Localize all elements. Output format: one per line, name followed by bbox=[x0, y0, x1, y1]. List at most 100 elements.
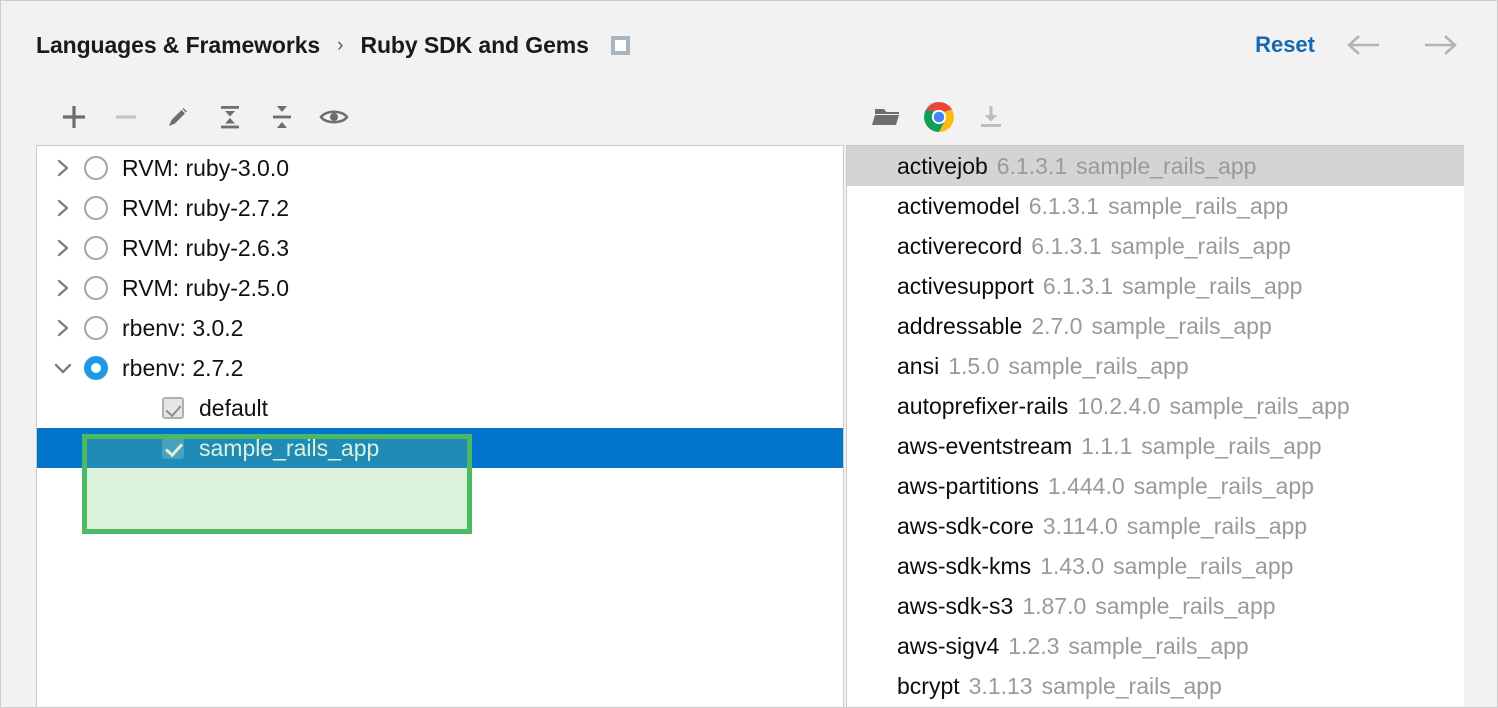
gem-row[interactable]: activejob 6.1.3.1 sample_rails_app bbox=[847, 146, 1464, 186]
gem-version: 6.1.3.1 bbox=[1031, 232, 1102, 259]
breadcrumb-parent[interactable]: Languages & Frameworks bbox=[36, 31, 321, 58]
gemset-label: sample_rails_app bbox=[199, 434, 380, 461]
gem-version: 1.444.0 bbox=[1047, 472, 1125, 499]
chevron-right-icon[interactable] bbox=[46, 278, 80, 298]
sdk-label: RVM: ruby-3.0.0 bbox=[122, 154, 290, 181]
gem-gemset: sample_rails_app bbox=[1008, 352, 1189, 379]
gem-version: 2.7.0 bbox=[1031, 312, 1083, 339]
gem-version: 1.2.3 bbox=[1008, 632, 1060, 659]
collapse-all-icon[interactable] bbox=[256, 93, 308, 141]
sdk-tree-row-expanded[interactable]: rbenv: 2.7.2 bbox=[37, 348, 843, 388]
chrome-icon[interactable] bbox=[913, 93, 965, 141]
gemset-label: default bbox=[199, 394, 269, 421]
gem-gemset: sample_rails_app bbox=[1122, 272, 1303, 299]
breadcrumb-separator: › bbox=[337, 34, 344, 56]
panels-container: RVM: ruby-3.0.0 RVM: ruby-2.7.2 bbox=[36, 89, 1464, 707]
expand-all-icon[interactable] bbox=[204, 93, 256, 141]
gem-gemset: sample_rails_app bbox=[1133, 472, 1314, 499]
gem-version: 1.5.0 bbox=[948, 352, 1000, 379]
gem-row[interactable]: addressable 2.7.0 sample_rails_app bbox=[847, 306, 1464, 346]
gem-name: activejob bbox=[897, 152, 988, 179]
gem-name: activesupport bbox=[897, 272, 1034, 299]
gem-name: bcrypt bbox=[897, 672, 960, 699]
gem-row[interactable]: aws-sigv4 1.2.3 sample_rails_app bbox=[847, 626, 1464, 666]
folder-icon[interactable] bbox=[861, 93, 913, 141]
sdk-label: RVM: ruby-2.6.3 bbox=[122, 234, 290, 261]
chevron-down-icon[interactable] bbox=[46, 360, 80, 376]
gemset-checkbox[interactable] bbox=[162, 437, 184, 459]
gem-row[interactable]: aws-partitions 1.444.0 sample_rails_app bbox=[847, 466, 1464, 506]
chevron-right-icon[interactable] bbox=[46, 158, 80, 178]
gem-row[interactable]: aws-sdk-s3 1.87.0 sample_rails_app bbox=[847, 586, 1464, 626]
eye-icon[interactable] bbox=[308, 93, 360, 141]
gem-row[interactable]: ansi 1.5.0 sample_rails_app bbox=[847, 346, 1464, 386]
header-actions: Reset bbox=[1255, 28, 1463, 62]
gem-name: aws-sdk-s3 bbox=[897, 592, 1014, 619]
gem-name: aws-partitions bbox=[897, 472, 1039, 499]
gem-gemset: sample_rails_app bbox=[1126, 512, 1308, 539]
gem-version: 6.1.3.1 bbox=[1028, 192, 1100, 219]
sdk-radio[interactable] bbox=[84, 236, 108, 260]
reset-button[interactable]: Reset bbox=[1255, 32, 1315, 57]
sdk-tree: RVM: ruby-3.0.0 RVM: ruby-2.7.2 bbox=[37, 146, 843, 468]
sdk-radio[interactable] bbox=[84, 196, 108, 220]
gem-version: 3.1.13 bbox=[968, 672, 1033, 699]
gem-row[interactable]: aws-eventstream 1.1.1 sample_rails_app bbox=[847, 426, 1464, 466]
gem-name: ansi bbox=[897, 352, 940, 379]
gem-version: 10.2.4.0 bbox=[1077, 392, 1161, 419]
sdk-radio-selected[interactable] bbox=[84, 356, 108, 380]
gem-row[interactable]: autoprefixer-rails 10.2.4.0 sample_rails… bbox=[847, 386, 1464, 426]
gem-row[interactable]: aws-sdk-kms 1.43.0 sample_rails_app bbox=[847, 546, 1464, 586]
chevron-right-icon[interactable] bbox=[46, 318, 80, 338]
gem-gemset: sample_rails_app bbox=[1108, 192, 1289, 219]
sdk-label: RVM: ruby-2.7.2 bbox=[122, 194, 290, 221]
gem-version: 6.1.3.1 bbox=[1042, 272, 1114, 299]
project-window-icon bbox=[610, 35, 630, 55]
sdk-list-panel: RVM: ruby-3.0.0 RVM: ruby-2.7.2 bbox=[36, 89, 844, 707]
arrow-right-icon[interactable] bbox=[1415, 28, 1463, 62]
gem-version: 6.1.3.1 bbox=[996, 152, 1068, 179]
gem-row[interactable]: activerecord 6.1.3.1 sample_rails_app bbox=[847, 226, 1464, 266]
gem-gemset: sample_rails_app bbox=[1169, 392, 1350, 419]
gem-row[interactable]: bcrypt 3.1.13 sample_rails_app bbox=[847, 666, 1464, 706]
breadcrumb: Languages & Frameworks › Ruby SDK and Ge… bbox=[36, 32, 630, 59]
gem-name: aws-eventstream bbox=[897, 432, 1073, 459]
gem-name: activemodel bbox=[897, 192, 1020, 219]
sdk-radio[interactable] bbox=[84, 156, 108, 180]
gems-list-panel: activejob 6.1.3.1 sample_rails_app activ… bbox=[846, 89, 1464, 707]
chevron-right-icon[interactable] bbox=[46, 198, 80, 218]
gem-row[interactable]: activesupport 6.1.3.1 sample_rails_app bbox=[847, 266, 1464, 306]
gem-name: aws-sdk-core bbox=[897, 512, 1034, 539]
arrow-left-icon[interactable] bbox=[1341, 28, 1389, 62]
sdk-label: rbenv: 3.0.2 bbox=[122, 314, 244, 341]
sdk-tree-row[interactable]: rbenv: 3.0.2 bbox=[37, 308, 843, 348]
gem-version: 1.43.0 bbox=[1040, 552, 1105, 579]
plus-icon[interactable] bbox=[48, 93, 100, 141]
chevron-right-icon[interactable] bbox=[46, 238, 80, 258]
gem-gemset: sample_rails_app bbox=[1076, 152, 1257, 179]
gem-row[interactable]: activemodel 6.1.3.1 sample_rails_app bbox=[847, 186, 1464, 226]
gem-gemset: sample_rails_app bbox=[1110, 232, 1291, 259]
sdk-tree-row[interactable]: RVM: ruby-2.6.3 bbox=[37, 228, 843, 268]
gem-name: activerecord bbox=[897, 232, 1023, 259]
sdk-tree-listbox[interactable]: RVM: ruby-3.0.0 RVM: ruby-2.7.2 bbox=[36, 145, 844, 707]
pencil-icon[interactable] bbox=[152, 93, 204, 141]
sdk-radio[interactable] bbox=[84, 316, 108, 340]
gem-gemset: sample_rails_app bbox=[1095, 592, 1276, 619]
gem-row[interactable]: aws-sdk-core 3.114.0 sample_rails_app bbox=[847, 506, 1464, 546]
gemset-checkbox bbox=[162, 397, 184, 419]
breadcrumb-current: Ruby SDK and Gems bbox=[360, 31, 589, 58]
gemset-row-sample-rails-app[interactable]: sample_rails_app bbox=[37, 428, 843, 468]
gem-name: aws-sigv4 bbox=[897, 632, 1000, 659]
gem-gemset: sample_rails_app bbox=[1091, 312, 1272, 339]
sdk-tree-row[interactable]: RVM: ruby-2.5.0 bbox=[37, 268, 843, 308]
gem-name: addressable bbox=[897, 312, 1023, 339]
gem-version: 3.114.0 bbox=[1042, 512, 1118, 539]
gemset-row-default[interactable]: default bbox=[37, 388, 843, 428]
gems-listbox[interactable]: activejob 6.1.3.1 sample_rails_app activ… bbox=[846, 145, 1464, 707]
download-icon bbox=[965, 93, 1017, 141]
sdk-radio[interactable] bbox=[84, 276, 108, 300]
sdk-tree-row[interactable]: RVM: ruby-2.7.2 bbox=[37, 188, 843, 228]
sdk-tree-row[interactable]: RVM: ruby-3.0.0 bbox=[37, 148, 843, 188]
minus-icon bbox=[100, 93, 152, 141]
